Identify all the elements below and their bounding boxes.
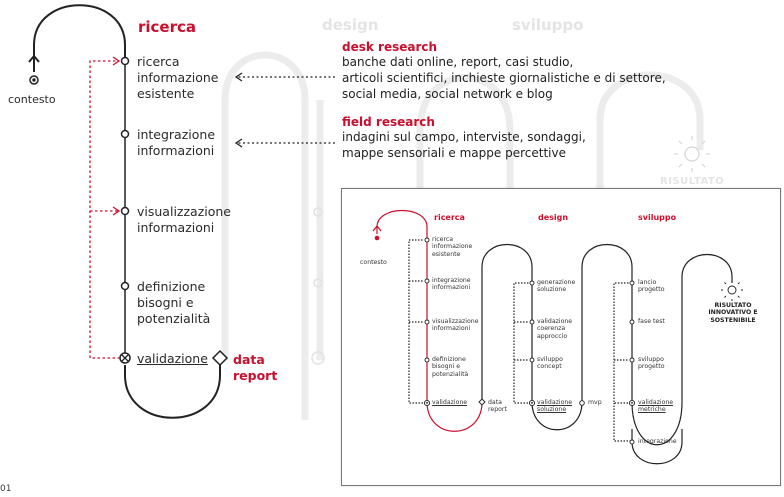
inset-flow	[372, 209, 743, 465]
inset-research-step-2: integrazione informazioni	[432, 277, 471, 292]
field-research-title: field research	[342, 115, 435, 129]
inset-dev-step-2: fase test	[638, 318, 665, 325]
page-number: 01	[0, 484, 12, 494]
inset-data-report: data report	[488, 399, 507, 414]
context-label: contesto	[8, 93, 56, 106]
inset-design-step-3: sviluppo concept	[537, 356, 563, 371]
inset-dev-step-1: lancio progetto	[638, 279, 665, 294]
process-overview-inset: ricerca design sviluppo contesto ricerca…	[341, 188, 781, 486]
field-research: field research indagini sul campo, inter…	[342, 115, 586, 160]
phase-research: ricerca	[138, 18, 197, 36]
context-arrow	[28, 54, 40, 72]
inset-phase-development: sviluppo	[638, 213, 677, 222]
ghost-phase-development: sviluppo	[512, 16, 584, 34]
data-report-diamond	[211, 349, 229, 367]
inset-research-step-1: ricerca informazione esistente	[432, 236, 473, 258]
desk-research-title: desk research	[342, 40, 438, 54]
inset-research-step-3: visualizzazione informazioni	[432, 318, 479, 333]
feedback-loop	[89, 60, 120, 359]
inset-design-step-2: validazione coerenza approccio	[537, 318, 573, 340]
inset-phase-design: design	[538, 213, 569, 222]
inset-design-step-1: generazione soluzione	[537, 279, 576, 294]
ghost-phase-design: design	[322, 16, 379, 34]
inset-design-step-4: validazione soluzione	[537, 399, 573, 414]
bottom-arc	[124, 365, 221, 419]
inset-research-step-4: definizione bisogni e potenzialità	[432, 356, 469, 378]
inset-context: contesto	[360, 259, 387, 266]
ghost-result-label: RISULTATO	[660, 176, 725, 187]
context-arc	[33, 4, 126, 68]
inset-dev-step-3: sviluppo progetto	[638, 356, 665, 371]
inset-mvp: mvp	[588, 399, 602, 406]
inset-dev-step-4: validazione metriche	[638, 399, 674, 414]
inset-phase-research: ricerca	[434, 213, 465, 222]
step-validation: validazione	[137, 351, 208, 366]
inset-research-step-5: validazione	[432, 399, 468, 406]
inset-dev-step-5: integrazione	[638, 438, 677, 445]
desk-research: desk research banche dati online, report…	[342, 40, 666, 101]
